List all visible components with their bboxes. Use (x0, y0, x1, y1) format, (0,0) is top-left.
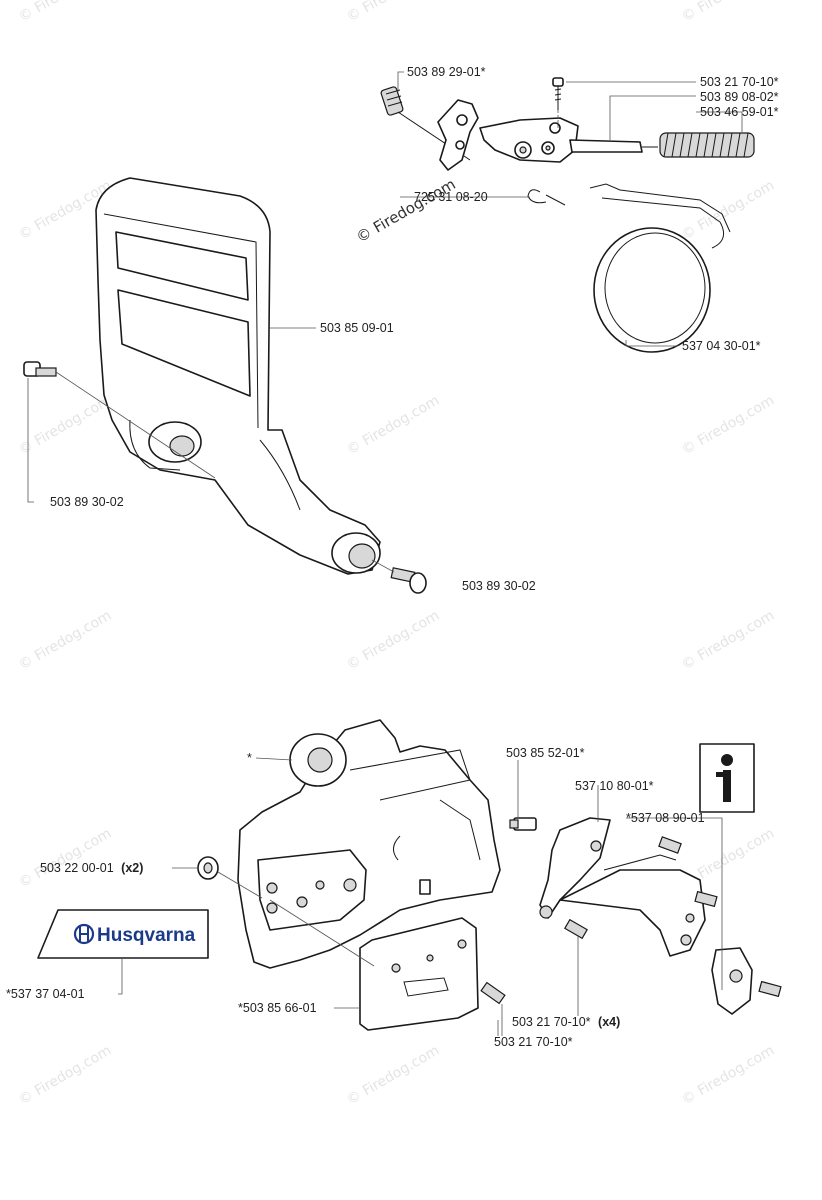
chain-catcher-screw (509, 760, 537, 831)
info-wrench-icon (699, 743, 755, 813)
husqvarna-logo-icon (73, 923, 95, 945)
label-screws-x4: 503 21 70-10* (x4) (512, 1015, 620, 1029)
label-handguard: 503 85 09-01 (320, 321, 394, 335)
leader-lines-bottom (118, 757, 723, 1036)
label-pivot-bolt: 503 89 29-01* (407, 65, 486, 79)
plate (359, 917, 479, 1031)
pivot-bolt (380, 86, 471, 161)
watermark-text: © Firedog.com (679, 178, 777, 244)
label-plate: *503 85 66-01 (238, 1001, 317, 1015)
brake-spring (659, 132, 755, 158)
brake-lever-assembly (437, 99, 658, 171)
circlip (527, 189, 566, 206)
watermark-text: © Firedog.com (679, 608, 777, 674)
screw-left (23, 361, 216, 479)
watermark-text: © Firedog.com (16, 393, 114, 459)
label-plate-screw: 503 21 70-10* (494, 1035, 573, 1049)
label-spring: 503 46 59-01* (700, 105, 779, 119)
label-nut-qty: (x2) (121, 861, 143, 875)
label-brake-band: 537 04 30-01* (682, 339, 761, 353)
label-screw-left: 503 89 30-02 (50, 495, 124, 509)
label-decal: *537 37 04-01 (6, 987, 85, 1001)
label-screw-top: 503 21 70-10* (700, 75, 779, 89)
label-nut: 503 22 00-01 (x2) (40, 861, 143, 875)
label-screws-x4-qty: (x4) (598, 1015, 620, 1029)
watermark-text: © Firedog.com (16, 1043, 114, 1109)
watermark-text: © Firedog.com (679, 1043, 777, 1109)
label-circlip: 725 31 08-20 (414, 190, 488, 204)
brake-band (589, 183, 731, 353)
label-nut-number: 503 22 00-01 (40, 861, 114, 875)
label-cover-part: 537 10 80-01* (575, 779, 654, 793)
decal-logo-text: Husqvarna (97, 925, 196, 946)
leader-lines-top (27, 71, 743, 503)
screw-bottom (371, 559, 427, 594)
clutch-cover (237, 719, 501, 969)
watermark-text: © Firedog.com (344, 0, 442, 25)
watermark-text: © Firedog.com (16, 826, 114, 892)
watermark-text: © Firedog.com (344, 393, 442, 459)
watermark-text: © Firedog.com (344, 608, 442, 674)
label-screws-x4-number: 503 21 70-10* (512, 1015, 591, 1029)
side-cover-assembly (539, 817, 782, 1015)
watermark-text: © Firedog.com (16, 608, 114, 674)
label-asterisk: * (247, 751, 252, 765)
husqvarna-decal: Husqvarna (37, 909, 209, 959)
label-brake-rod: 503 89 08-02* (700, 90, 779, 104)
label-chain-catcher-screw: 503 85 52-01* (506, 746, 585, 760)
watermark-text: © Firedog.com (344, 1043, 442, 1109)
plate-screw (480, 981, 506, 1036)
watermark-text: © Firedog.com (679, 0, 777, 25)
label-screw-bottom: 503 89 30-02 (462, 579, 536, 593)
watermark-text: © Firedog.com (679, 393, 777, 459)
label-side-part: *537 08 90-01 (626, 811, 705, 825)
watermark-text: © Firedog.com (16, 0, 114, 25)
watermark-text-dark: © Firedog.com (353, 175, 459, 246)
screw-top (552, 77, 564, 128)
hand-guard (95, 177, 381, 575)
